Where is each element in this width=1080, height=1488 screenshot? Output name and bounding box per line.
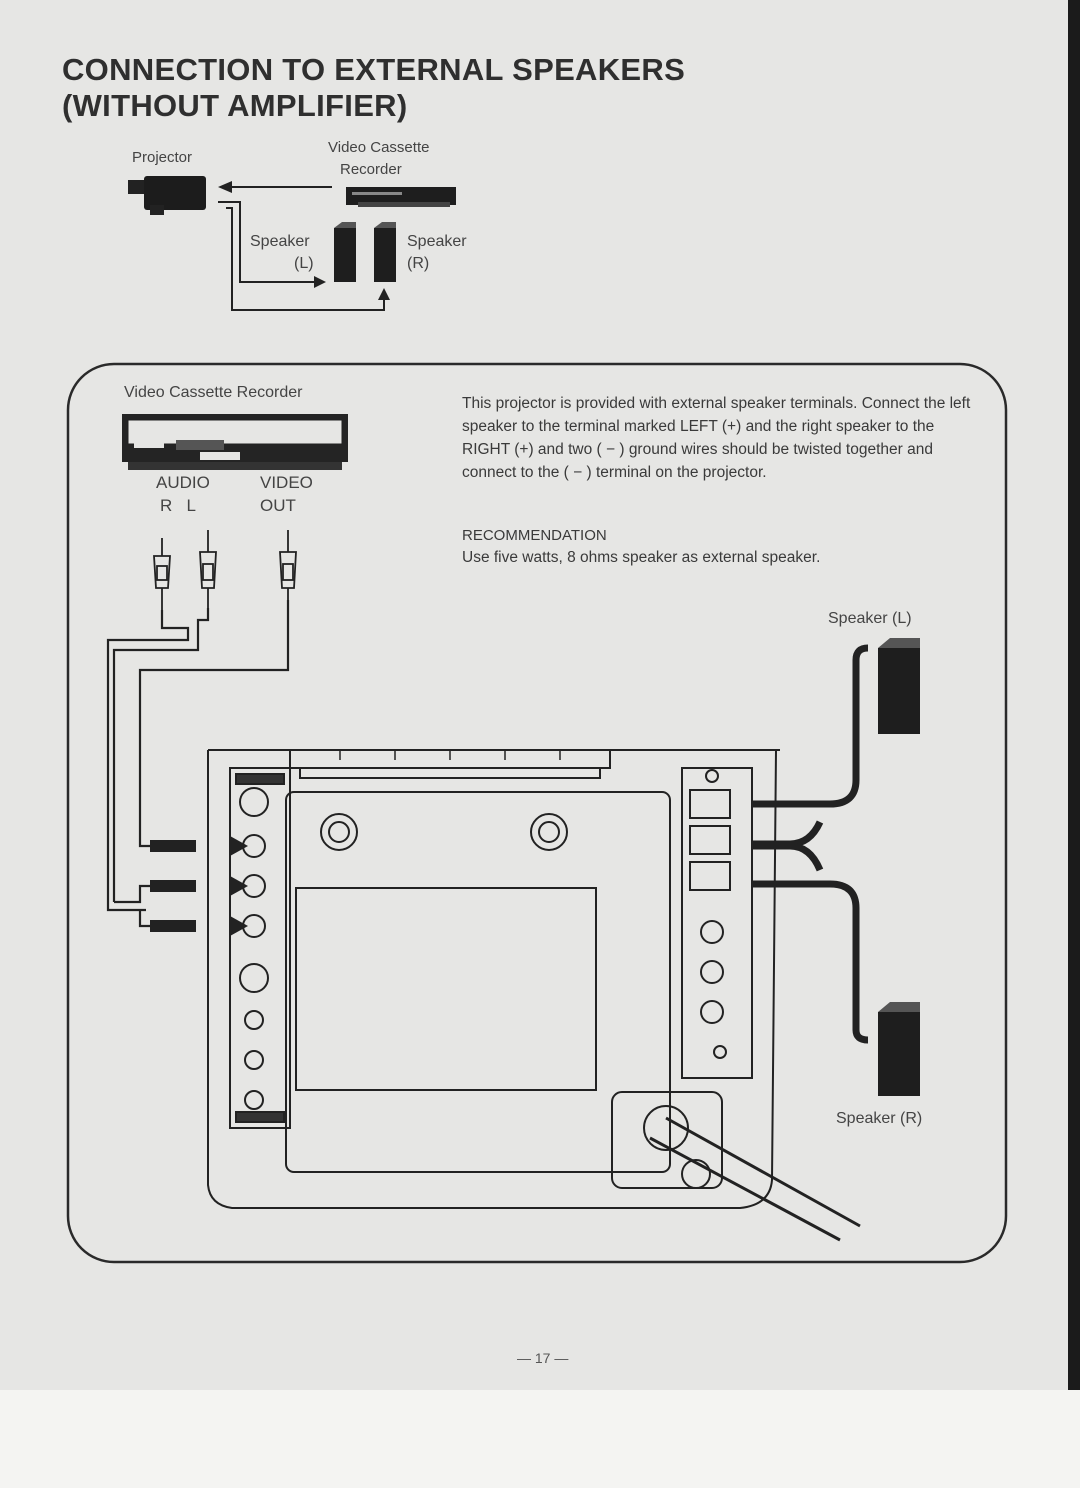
page-number: — 17 — <box>517 1350 569 1366</box>
speaker-l-label: Speaker (L) <box>828 610 912 627</box>
projector-label: Projector <box>132 149 193 166</box>
title-line-1: CONNECTION TO EXTERNAL SPEAKERS <box>62 52 686 87</box>
power-cord <box>649 1116 861 1242</box>
wiring-diagram <box>66 176 1008 1264</box>
vcr-icon-small <box>346 187 456 207</box>
rca-plug-audio-r <box>153 538 171 610</box>
video-label: VIDEO <box>260 473 313 492</box>
plugged-connectors <box>150 836 248 936</box>
vent-ticks <box>339 750 561 760</box>
vcr-label-line1: Video Cassette <box>328 139 430 156</box>
description-paragraph: This projector is provided with external… <box>462 395 971 481</box>
speaker-r-label: Speaker (R) <box>836 1110 923 1127</box>
speaker-terminals <box>689 769 731 1059</box>
speaker-r-icon-small <box>374 222 396 282</box>
speaker-left-side: (L) <box>294 255 314 272</box>
vcr-label-line2: Recorder <box>340 161 402 178</box>
speaker-left-label: Speaker <box>250 233 310 250</box>
audio-channels-label: R L <box>160 496 196 515</box>
speaker-right-label: Speaker <box>407 233 467 250</box>
rca-plug-video <box>279 530 297 600</box>
binding-edge <box>1068 0 1080 1390</box>
recommendation-heading: RECOMMENDATION <box>462 527 607 544</box>
arrow-to-left-speaker <box>314 276 326 288</box>
vcr-label: Video Cassette Recorder <box>124 384 303 401</box>
audio-label: AUDIO <box>156 473 210 492</box>
projector-rear-panel <box>207 749 780 1209</box>
signal-cables <box>106 600 290 928</box>
page-margin <box>0 1390 1080 1488</box>
speaker-r-icon <box>878 1002 920 1096</box>
speaker-l-icon <box>878 638 920 734</box>
arrow-vcr-to-projector <box>218 181 332 193</box>
out-label: OUT <box>260 496 296 515</box>
recommendation-text: Use five watts, 8 ohms speaker as extern… <box>462 549 821 566</box>
speaker-l-icon-small <box>334 222 356 282</box>
speaker-cables <box>752 644 869 1044</box>
main-panel-frame <box>66 362 1008 1264</box>
top-speaker-wires <box>218 201 385 311</box>
vcr-icon <box>122 414 348 470</box>
input-jacks <box>235 773 285 1123</box>
title-line-2: (WITHOUT AMPLIFIER) <box>62 88 408 123</box>
speaker-right-side: (R) <box>407 255 430 272</box>
arrow-to-right-speaker <box>378 288 390 300</box>
projector-icon <box>128 176 206 215</box>
rca-plug-audio-l <box>199 530 217 608</box>
page-title: CONNECTION TO EXTERNAL SPEAKERS (WITHOUT… <box>62 52 685 124</box>
